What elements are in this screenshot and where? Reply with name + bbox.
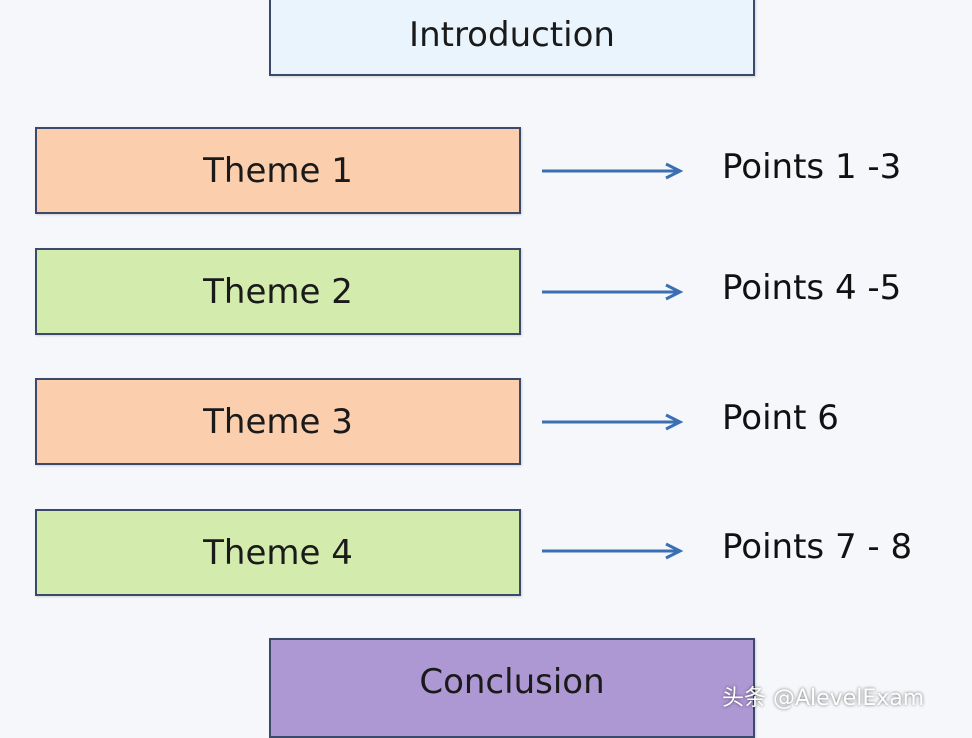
theme-4-label: Theme 4 bbox=[203, 532, 353, 573]
theme-4-points: Points 7 - 8 bbox=[722, 527, 913, 567]
theme-3-box: Theme 3 bbox=[35, 378, 521, 465]
theme-4-box: Theme 4 bbox=[35, 509, 521, 596]
arrow-icon bbox=[542, 162, 684, 180]
theme-2-points: Points 4 -5 bbox=[722, 268, 902, 308]
theme-1-points: Points 1 -3 bbox=[722, 147, 902, 187]
theme-2-label: Theme 2 bbox=[203, 271, 353, 312]
arrow-icon bbox=[542, 283, 684, 301]
theme-2-box: Theme 2 bbox=[35, 248, 521, 335]
theme-1-box: Theme 1 bbox=[35, 127, 521, 214]
conclusion-box: Conclusion bbox=[269, 638, 755, 738]
conclusion-label: Conclusion bbox=[419, 662, 605, 702]
introduction-label: Introduction bbox=[409, 15, 615, 55]
theme-1-label: Theme 1 bbox=[203, 150, 353, 191]
arrow-icon bbox=[542, 542, 684, 560]
arrow-icon bbox=[542, 413, 684, 431]
theme-3-points: Point 6 bbox=[722, 398, 839, 438]
watermark: 头条 @AlevelExam bbox=[722, 686, 925, 711]
introduction-box: Introduction bbox=[269, 0, 755, 76]
theme-3-label: Theme 3 bbox=[203, 401, 353, 442]
